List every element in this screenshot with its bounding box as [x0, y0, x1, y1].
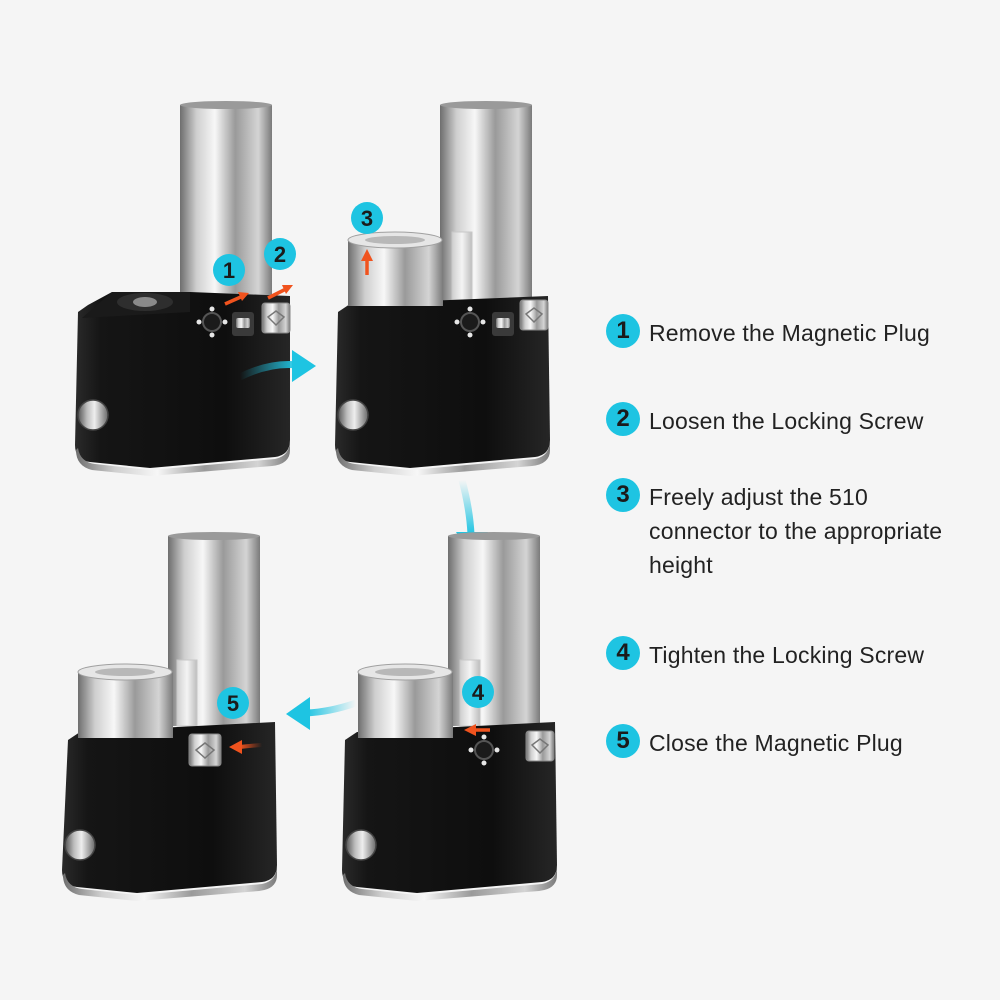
callout-1-number: 1 — [223, 258, 235, 283]
step-5-badge: 5 — [606, 724, 640, 758]
step-4-label: Tighten the Locking Screw — [649, 642, 925, 668]
step-3: 3 Freely adjust the 510 connector to the… — [606, 478, 949, 582]
callout-4-number: 4 — [472, 680, 485, 705]
callout-2-number: 2 — [274, 242, 286, 267]
device-panel-1 — [75, 101, 293, 476]
device-panel-2 — [335, 101, 550, 476]
step-5-label: Close the Magnetic Plug — [649, 730, 903, 756]
flow-arrow-3-to-4 — [286, 697, 358, 730]
device-panel-4 — [62, 532, 277, 901]
step-1-label: Remove the Magnetic Plug — [649, 320, 930, 346]
step-2: 2 Loosen the Locking Screw — [606, 402, 924, 438]
callout-5: 5 — [217, 687, 249, 719]
callout-1: 1 — [213, 254, 245, 286]
callout-4: 4 — [462, 676, 494, 708]
step-2-badge: 2 — [606, 402, 640, 436]
step-3-label: Freely adjust the 510 connector to the a… — [649, 484, 943, 578]
callout-2: 2 — [264, 238, 296, 270]
device-panel-3 — [342, 532, 557, 901]
step-5: 5 Close the Magnetic Plug — [606, 724, 903, 760]
callout-3: 3 — [351, 202, 383, 234]
step-3-badge: 3 — [606, 478, 640, 512]
step-2-label: Loosen the Locking Screw — [649, 408, 924, 434]
flow-arrow-1-to-2 — [238, 350, 316, 382]
step-4-badge: 4 — [606, 636, 640, 670]
step-4: 4 Tighten the Locking Screw — [606, 636, 925, 672]
callout-5-number: 5 — [227, 691, 239, 716]
step-1: 1 Remove the Magnetic Plug — [606, 314, 930, 350]
step-1-badge: 1 — [606, 314, 640, 348]
callout-3-number: 3 — [361, 206, 373, 231]
